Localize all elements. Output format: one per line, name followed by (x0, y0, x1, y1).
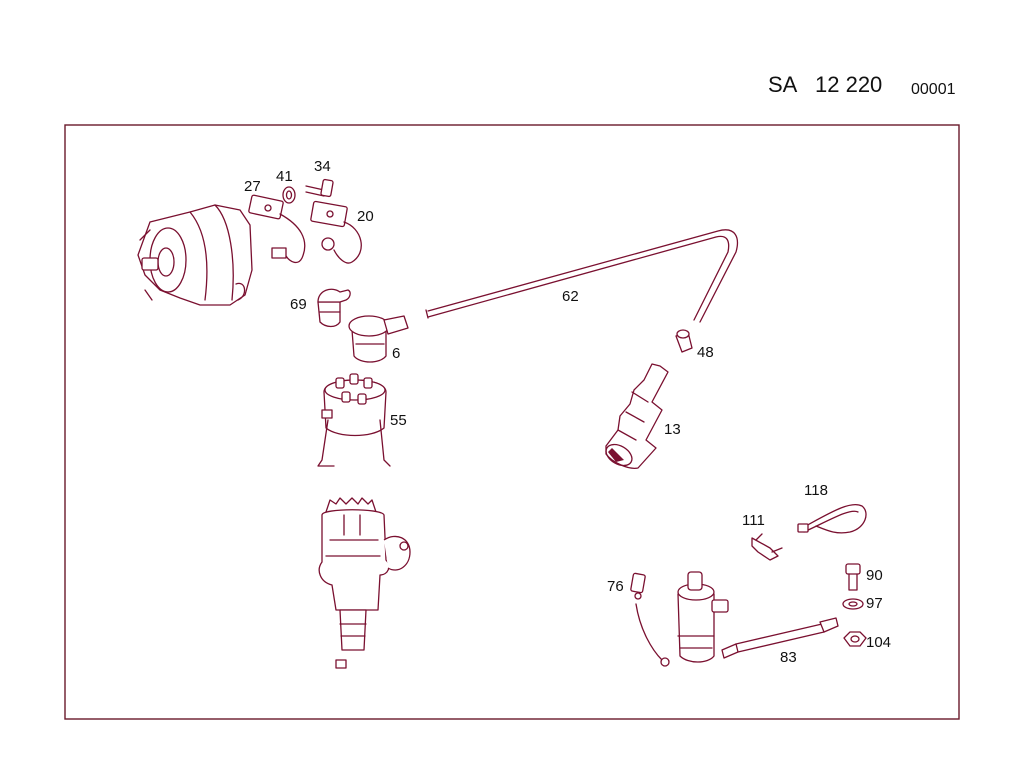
callout-48: 48 (697, 344, 714, 361)
distributor-illustration (318, 497, 411, 669)
wire-62 (425, 229, 739, 323)
boot-13 (605, 363, 669, 469)
callout-62: 62 (562, 288, 579, 305)
distributor-cap-55 (317, 373, 391, 467)
header-group-number: 12 220 (815, 72, 883, 97)
callout-111: 111 (742, 512, 765, 529)
cable-83 (721, 617, 839, 659)
diagram-frame (64, 124, 960, 720)
callout-69: 69 (290, 296, 307, 313)
callout-83: 83 (780, 649, 797, 666)
bolt-34 (305, 178, 334, 198)
boot-69 (317, 288, 351, 328)
callout-90: 90 (866, 567, 883, 584)
callout-6: 6 (392, 345, 400, 362)
ground-wire-76 (630, 572, 670, 667)
grommet-48 (675, 329, 693, 353)
washer-97 (842, 598, 864, 610)
rotor-6 (348, 315, 409, 363)
ignition-coil-illustration (677, 571, 729, 663)
callout-118: 118 (804, 482, 828, 499)
callout-104: 104 (866, 634, 891, 651)
callout-55: 55 (390, 412, 407, 429)
header-sequence: 00001 (911, 81, 956, 98)
bolt-90 (845, 563, 861, 591)
drawing-header: SA 12 220 00001 (0, 74, 1024, 106)
callout-13: 13 (664, 421, 681, 438)
callout-27: 27 (244, 178, 261, 195)
callout-76: 76 (607, 578, 624, 595)
nut-104 (843, 631, 867, 647)
brush-holder-20 (310, 200, 362, 264)
washer-41 (282, 186, 296, 204)
callout-97: 97 (866, 595, 883, 612)
brush-holder-27 (248, 194, 306, 264)
callout-20: 20 (357, 208, 374, 225)
strap-118 (797, 504, 867, 534)
callout-34: 34 (314, 158, 331, 175)
clip-111 (751, 533, 783, 561)
callout-41: 41 (276, 168, 293, 185)
alternator-illustration (137, 204, 253, 306)
header-prefix: SA (768, 72, 798, 97)
